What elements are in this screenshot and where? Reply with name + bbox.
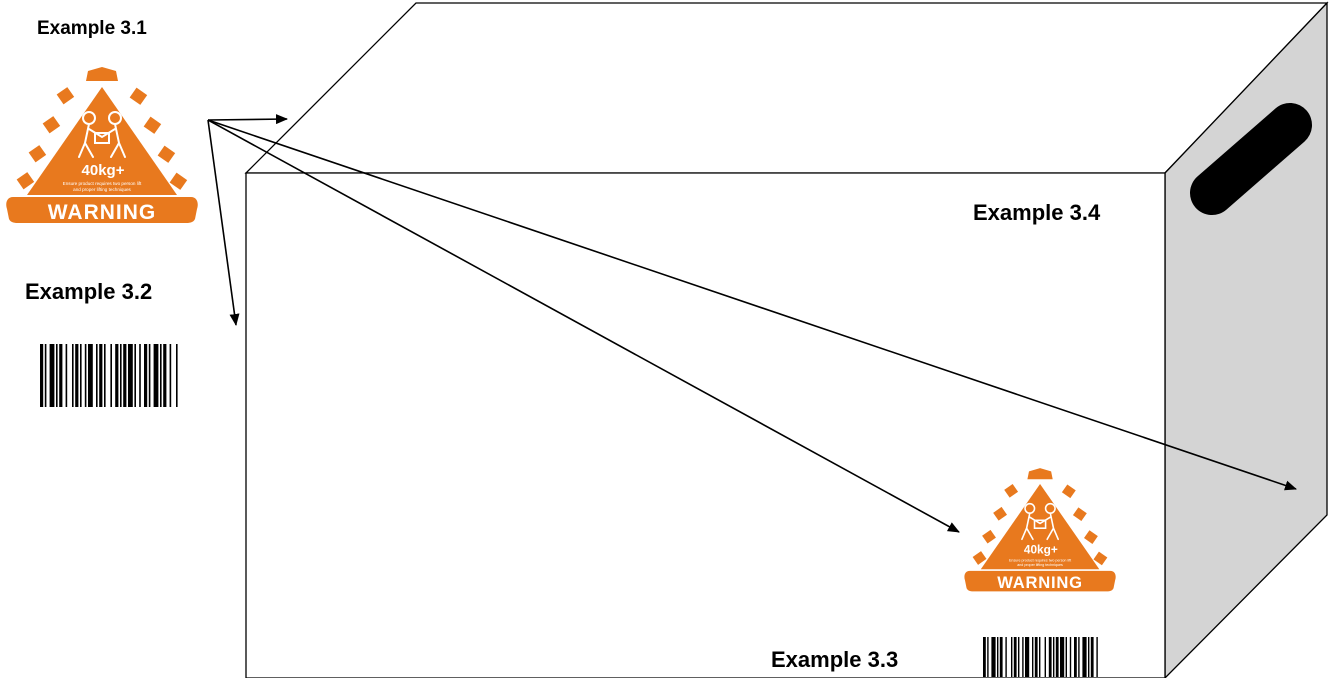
barcode-bar <box>120 344 122 407</box>
warning-fine-print-2: and proper lifting techniques <box>73 187 131 192</box>
barcode-bar <box>176 344 178 407</box>
box <box>244 1 1329 678</box>
barcode-bar <box>65 344 68 407</box>
barcode-bar <box>49 344 55 407</box>
barcode-bar <box>115 344 119 407</box>
barcode-bar <box>1018 637 1020 677</box>
barcode-bar <box>75 344 79 407</box>
warning-label-small: 40kg+ Ensure product requires two person… <box>964 468 1116 592</box>
barcode-bar <box>72 344 74 407</box>
barcode-bar <box>104 344 106 407</box>
example-3-4-label: Example 3.4 <box>973 200 1101 225</box>
box-front-face <box>245 172 1166 678</box>
warning-label-large: 40kg+ Ensure product requires two person… <box>6 67 198 224</box>
arrow-to-box-top <box>207 114 288 125</box>
barcode-bar <box>1032 637 1034 677</box>
barcode-bar <box>1053 637 1055 677</box>
barcode-bar <box>1048 637 1052 677</box>
barcode-bar <box>110 344 112 407</box>
barcode-bar <box>1069 637 1072 677</box>
warning-fine-print-1: Ensure product requires two person lift <box>63 181 142 186</box>
barcode-bar <box>1074 637 1077 677</box>
barcode-bar <box>148 344 151 407</box>
barcode-bar <box>1090 637 1094 677</box>
warning-weight-text: 40kg+ <box>1024 542 1058 556</box>
warning-banner-text: WARNING <box>997 573 1083 592</box>
barcode-bar <box>1044 637 1046 677</box>
warning-fine-print-1: Ensure product requires two person lift <box>1009 558 1071 562</box>
example-3-2-label: Example 3.2 <box>25 279 153 304</box>
barcode-bar <box>40 344 44 407</box>
arrow-to-box-left-edge <box>207 119 240 326</box>
barcode-bar <box>59 344 63 407</box>
barcode-bar <box>134 344 136 407</box>
barcode-bar <box>991 637 996 677</box>
barcode-bar <box>88 344 93 407</box>
barcode-bar <box>163 344 167 407</box>
barcode-bar <box>128 344 133 407</box>
barcode-bar <box>160 344 162 407</box>
barcode-bar <box>1005 637 1007 677</box>
barcode-bar <box>1060 637 1065 677</box>
barcode-bar <box>1065 637 1067 677</box>
barcode-bar <box>123 344 127 407</box>
barcode-bar <box>1025 637 1030 677</box>
barcode-bar <box>84 344 87 407</box>
barcode-bar <box>983 637 986 677</box>
barcode-bar <box>997 637 999 677</box>
barcode-bar <box>1082 637 1087 677</box>
arrow-to-side-face <box>207 119 1297 491</box>
barcode-bar <box>999 637 1003 677</box>
barcode-large <box>40 344 178 407</box>
barcode-bar <box>1055 637 1059 677</box>
barcode-bar <box>1039 637 1041 677</box>
barcode-bar <box>139 344 141 407</box>
barcode-bar <box>153 344 159 407</box>
barcode-bar <box>1013 637 1017 677</box>
warning-fine-print-2: and proper lifting techniques <box>1017 563 1063 567</box>
arrow-to-front-label <box>207 119 960 533</box>
warning-weight-text: 40kg+ <box>82 162 125 179</box>
barcode-bar <box>1096 637 1098 677</box>
barcode-bar <box>56 344 58 407</box>
box-top-face <box>244 2 1329 174</box>
example-3-1-label: Example 3.1 <box>37 18 147 39</box>
barcode-small <box>983 637 1098 677</box>
barcode-bar <box>96 344 98 407</box>
warning-banner-text: WARNING <box>48 201 157 224</box>
barcode-bar <box>144 344 148 407</box>
barcode-bar <box>987 637 989 677</box>
arrows <box>207 114 1297 533</box>
barcode-bar <box>44 344 47 407</box>
example-3-3-label: Example 3.3 <box>771 647 899 672</box>
barcode-bar <box>169 344 172 407</box>
barcode-bar <box>80 344 82 407</box>
box-handle <box>1190 103 1312 215</box>
barcode-bar <box>1088 637 1090 677</box>
barcode-bar <box>1078 637 1080 677</box>
barcode-bar <box>1022 637 1024 677</box>
barcode-bar <box>1011 637 1013 677</box>
barcode-bar <box>1034 637 1038 677</box>
barcode-bar <box>99 344 103 407</box>
